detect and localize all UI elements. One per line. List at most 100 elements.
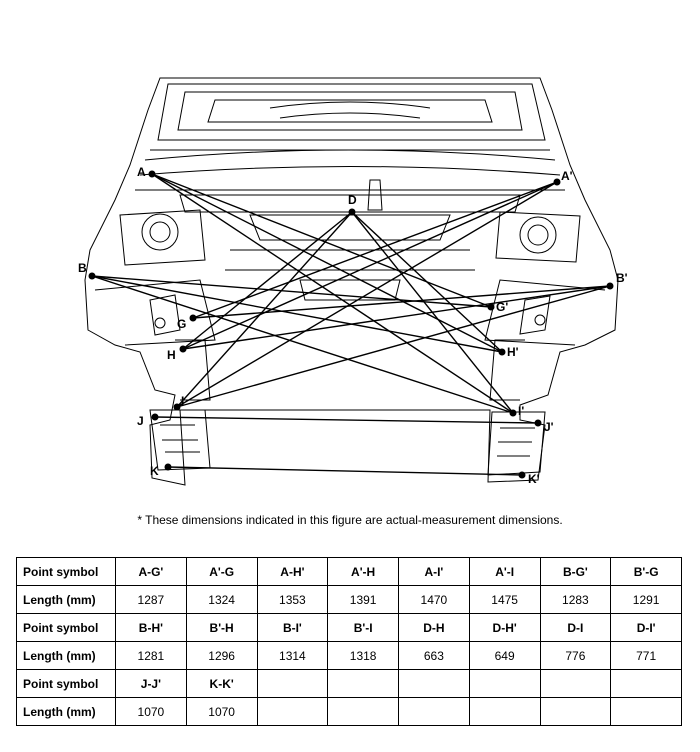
measurement-line bbox=[151, 173, 514, 414]
point-i-label: I bbox=[181, 394, 184, 408]
point-g-prime-label: G' bbox=[496, 300, 508, 314]
point-h-prime bbox=[498, 348, 506, 356]
row-header-symbol: Point symbol bbox=[16, 669, 116, 698]
point-j-prime-label: J' bbox=[544, 420, 554, 434]
row-header-length: Length (mm) bbox=[16, 697, 116, 726]
point-g-label: G bbox=[177, 317, 186, 331]
table-cell: 1281 bbox=[115, 641, 187, 670]
table-cell: D-H' bbox=[468, 613, 541, 642]
point-a-label: A bbox=[137, 165, 146, 179]
measurement-line bbox=[182, 181, 558, 350]
table-cell: 649 bbox=[468, 641, 541, 670]
measurement-line bbox=[154, 416, 539, 424]
table-cell: 1324 bbox=[185, 585, 258, 614]
point-b-prime bbox=[606, 282, 614, 290]
point-a-prime bbox=[553, 178, 561, 186]
table-cell bbox=[327, 669, 399, 698]
table-cell: B-G' bbox=[539, 557, 612, 586]
measurement-line bbox=[151, 173, 492, 308]
table-cell: 1070 bbox=[185, 697, 258, 726]
row-header-symbol: Point symbol bbox=[16, 613, 116, 642]
table-cell: A'-H bbox=[327, 557, 399, 586]
measurement-line bbox=[176, 285, 611, 408]
table-cell bbox=[539, 669, 612, 698]
point-a-prime-label: A' bbox=[561, 169, 573, 183]
table-row-lengths: Length (mm) 1287 1324 1353 1391 1470 147… bbox=[16, 585, 682, 614]
point-d bbox=[348, 208, 356, 216]
table-cell: D-H bbox=[398, 613, 470, 642]
measurement-line bbox=[91, 275, 514, 414]
table-cell: B'-G bbox=[610, 557, 682, 586]
table-cell: 1391 bbox=[327, 585, 399, 614]
table-row-symbols: Point symbol B-H' B'-H B-I' B'-I D-H D-H… bbox=[16, 613, 682, 642]
table-cell: J-J' bbox=[115, 669, 187, 698]
table-cell: 1318 bbox=[327, 641, 399, 670]
measurement-line bbox=[91, 275, 503, 353]
point-g-prime bbox=[487, 303, 495, 311]
table-cell: B-I' bbox=[256, 613, 329, 642]
table-cell: D-I' bbox=[610, 613, 682, 642]
point-h bbox=[179, 345, 187, 353]
point-k-prime bbox=[518, 471, 526, 479]
table-cell bbox=[539, 697, 612, 726]
table-cell bbox=[256, 697, 329, 726]
table-cell bbox=[398, 669, 470, 698]
measurement-line bbox=[176, 181, 558, 408]
table-cell: B-H' bbox=[115, 613, 187, 642]
measurement-line bbox=[351, 211, 503, 353]
table-cell: B'-H bbox=[185, 613, 258, 642]
point-i bbox=[173, 403, 181, 411]
table-cell: 1296 bbox=[185, 641, 258, 670]
point-b bbox=[88, 272, 96, 280]
table-cell: A'-I bbox=[468, 557, 541, 586]
table-cell bbox=[468, 669, 541, 698]
table-cell: A-I' bbox=[398, 557, 470, 586]
point-h-label: H bbox=[167, 348, 176, 362]
measurement-line bbox=[351, 211, 514, 414]
point-b-prime-label: B' bbox=[616, 271, 628, 285]
point-k-prime-label: K' bbox=[528, 472, 540, 486]
point-b-label: B bbox=[78, 261, 87, 275]
vehicle-body-outline bbox=[84, 77, 619, 486]
point-j-prime bbox=[534, 419, 542, 427]
table-cell: 1291 bbox=[610, 585, 682, 614]
table-row-lengths: Length (mm) 1281 1296 1314 1318 663 649 … bbox=[16, 641, 682, 670]
table-cell bbox=[327, 697, 399, 726]
row-header-length: Length (mm) bbox=[16, 641, 116, 670]
point-h-prime-label: H' bbox=[507, 345, 519, 359]
table-cell: B'-I bbox=[327, 613, 399, 642]
table-cell bbox=[610, 697, 682, 726]
measurement-points: A A' B B' D G G' H H' I I' J J' K K' bbox=[78, 165, 628, 486]
measurement-line bbox=[182, 285, 611, 350]
point-i-prime bbox=[509, 409, 517, 417]
table-cell bbox=[610, 669, 682, 698]
measurement-line bbox=[192, 181, 558, 319]
table-cell: 1470 bbox=[398, 585, 470, 614]
table-cell bbox=[256, 669, 329, 698]
measurement-line bbox=[167, 466, 523, 476]
table-row-symbols: Point symbol J-J' K-K' bbox=[16, 669, 682, 698]
measurement-lines bbox=[91, 173, 611, 476]
point-i-prime-label: I' bbox=[518, 404, 524, 418]
table-row-lengths: Length (mm) 1070 1070 bbox=[16, 697, 682, 726]
point-a bbox=[148, 170, 156, 178]
point-k-label: K bbox=[150, 464, 159, 478]
measurement-line bbox=[182, 211, 353, 350]
point-d-label: D bbox=[348, 193, 357, 207]
dimension-table: Point symbol A-G' A'-G A-H' A'-H A-I' A'… bbox=[16, 557, 682, 726]
table-cell: 1070 bbox=[115, 697, 187, 726]
point-g bbox=[189, 314, 197, 322]
table-cell bbox=[398, 697, 470, 726]
table-cell: A'-G bbox=[185, 557, 258, 586]
point-j bbox=[151, 413, 159, 421]
row-header-length: Length (mm) bbox=[16, 585, 116, 614]
table-row-symbols: Point symbol A-G' A'-G A-H' A'-H A-I' A'… bbox=[16, 557, 682, 586]
table-cell: 1353 bbox=[256, 585, 329, 614]
measurement-line bbox=[151, 173, 503, 353]
table-cell: A-G' bbox=[115, 557, 187, 586]
table-cell: 663 bbox=[398, 641, 470, 670]
table-cell: 1475 bbox=[468, 585, 541, 614]
point-k bbox=[164, 463, 172, 471]
row-header-symbol: Point symbol bbox=[16, 557, 116, 586]
table-cell: 771 bbox=[610, 641, 682, 670]
